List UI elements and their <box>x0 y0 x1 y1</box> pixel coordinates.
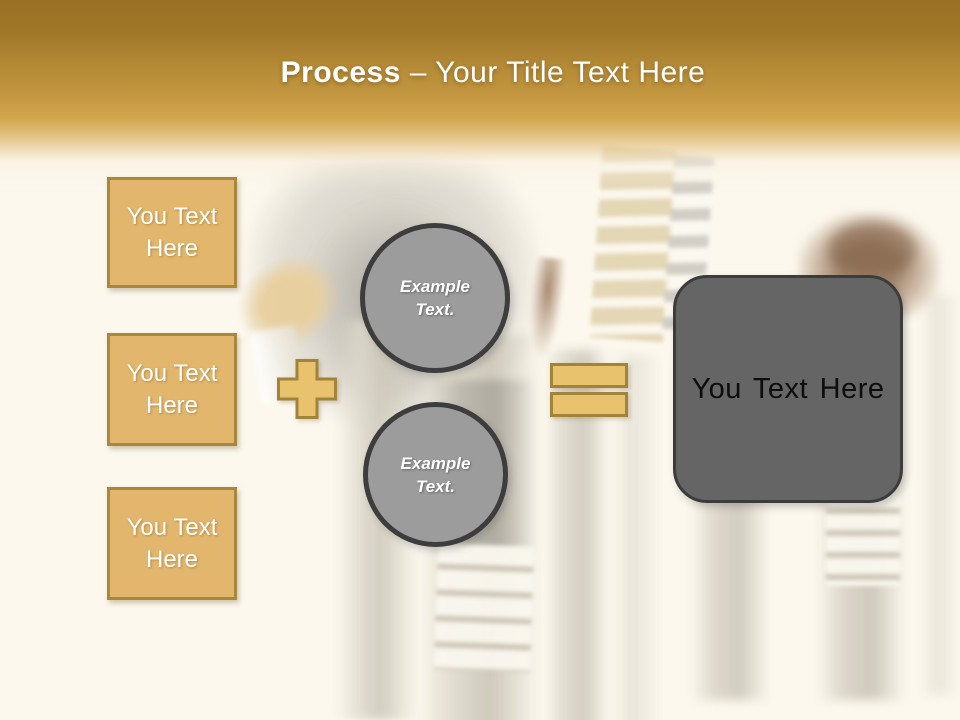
input-box-3-label: You Text Here <box>126 513 218 573</box>
brush-handle-decoration <box>920 295 960 695</box>
header-band <box>0 0 960 190</box>
slide-title[interactable]: Process – Your Title Text Here <box>13 54 960 92</box>
brush-ferrule-rings-decoration <box>433 543 535 673</box>
kabuki-brush-tuft-decoration <box>828 222 916 278</box>
input-box-3[interactable]: You Text Here <box>107 487 237 600</box>
brush-ferrule-rings-decoration <box>826 492 900 586</box>
plus-icon <box>277 359 337 419</box>
equals-icon <box>550 363 628 417</box>
equals-bar-top <box>550 363 628 388</box>
title-keyword: Process <box>280 56 401 89</box>
result-box[interactable]: You Text Here <box>673 275 903 503</box>
equals-bar-bottom <box>550 392 628 417</box>
title-subtitle: – Your Title Text Here <box>409 56 706 89</box>
example-circle-2-label: Example Text. <box>400 453 471 496</box>
input-box-2-label: You Text Here <box>126 359 218 419</box>
input-box-1[interactable]: You Text Here <box>107 177 237 288</box>
example-circle-1-label: Example Text. <box>400 277 470 319</box>
example-circle-1[interactable]: Example Text. <box>360 223 510 373</box>
result-box-label: You Text Here <box>691 372 885 405</box>
input-box-2[interactable]: You Text Here <box>107 333 237 446</box>
example-circle-2[interactable]: Example Text. <box>363 402 508 547</box>
input-box-1-label: You Text Here <box>126 202 218 262</box>
